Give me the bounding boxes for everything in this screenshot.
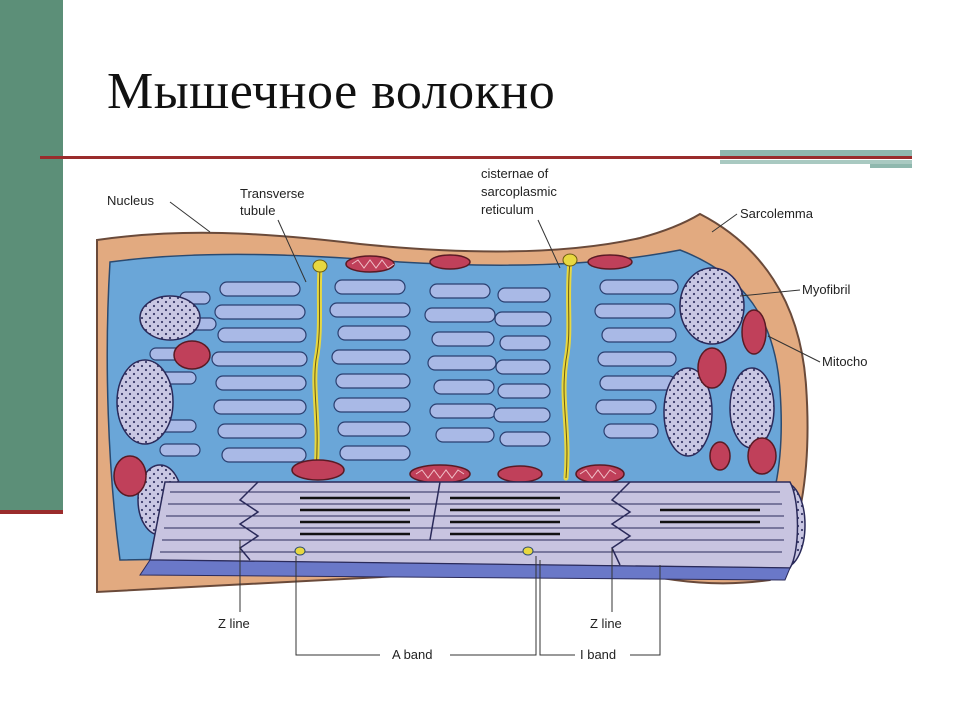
- label-transverse-1: Transverse: [240, 186, 305, 201]
- nucleus-6: [729, 367, 775, 449]
- mitochondria-cristae: [351, 259, 617, 479]
- title-accent-stripe-3: [870, 164, 912, 168]
- title-accent-stripe-2: [720, 160, 912, 164]
- sr-column-left: [211, 281, 308, 463]
- mitochondria: [113, 254, 777, 497]
- nucleus-4: [679, 267, 745, 345]
- label-transverse-2: tubule: [240, 203, 275, 218]
- title-accent-stripe: [720, 150, 912, 156]
- myofibril-bundle: [139, 481, 799, 581]
- slide-side-bar-cap: [0, 510, 63, 514]
- nucleus-2: [116, 359, 174, 445]
- sarcolemma-leader: [711, 213, 738, 233]
- thick-filaments: [300, 496, 760, 536]
- i-band-bracket: [539, 560, 661, 656]
- diagram-labels: Nucleus Transverse tubule cisternae of s…: [107, 166, 868, 662]
- slide-side-bar: [0, 0, 63, 512]
- label-a-band: A band: [392, 647, 433, 662]
- nucleus-1: [139, 295, 201, 341]
- nucleus-leader: [169, 201, 211, 233]
- label-cisternae-1: cisternae of: [481, 166, 549, 181]
- label-i-band: I band: [580, 647, 616, 662]
- myofibril-leader: [739, 289, 801, 297]
- label-z-line-left: Z line: [218, 616, 250, 631]
- a-band-bracket: [295, 556, 537, 656]
- leader-lines: [169, 201, 821, 656]
- t-tubule-leader: [277, 219, 307, 283]
- sr-column-right: [493, 279, 679, 447]
- cisternae-leader: [537, 219, 561, 269]
- slide-title: Мышечное волокно: [107, 63, 556, 120]
- label-cisternae-3: reticulum: [481, 202, 534, 217]
- label-sarcolemma: Sarcolemma: [740, 206, 814, 221]
- nucleus-5: [663, 367, 713, 457]
- label-nucleus: Nucleus: [107, 193, 154, 208]
- label-cisternae-2: sarcoplasmic: [481, 184, 557, 199]
- label-z-line-right: Z line: [590, 616, 622, 631]
- myofibril-filaments: [160, 491, 784, 553]
- t-tubule-outline: [314, 261, 571, 479]
- label-myofibril: Myofibril: [802, 282, 851, 297]
- mitochondrion-leader: [767, 335, 821, 363]
- t-tubule-openings: [312, 253, 578, 273]
- sr-column-middle: [329, 279, 497, 461]
- bottom-t-tubule-junctions: [294, 546, 534, 556]
- title-underline: [40, 156, 912, 159]
- label-mitochondrion: Mitocho: [822, 354, 868, 369]
